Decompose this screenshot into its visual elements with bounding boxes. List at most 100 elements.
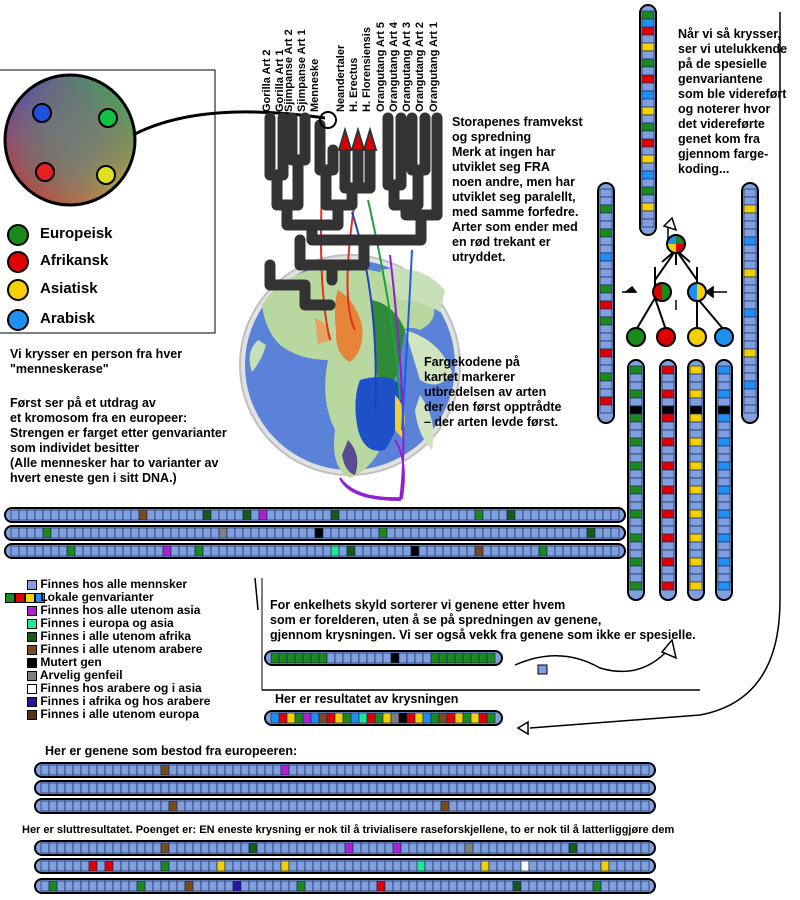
species-label: Orangutang Art 5: [375, 22, 387, 112]
gene-legend-item: Finnes hos alle utenom asia: [5, 604, 200, 617]
final-conclusion: Her er sluttresultatet. Poenget er: EN e…: [22, 824, 675, 836]
gene-legend-label: Finnes i alle utenom afrika: [37, 629, 192, 643]
parent-node-afrikansk: [656, 327, 676, 347]
european-genes-row: [34, 780, 656, 796]
gene-legend-label: Mutert gen: [37, 655, 102, 669]
gene-legend-swatch: [5, 682, 37, 695]
vertical-chromosome: [715, 359, 733, 601]
cross-grandchild-node: [666, 234, 686, 254]
legend-frame: [0, 69, 216, 334]
sorted-chromosome: [264, 650, 503, 666]
gene-legend-label: Finnes i alle utenom arabere: [37, 642, 203, 656]
final-row: [34, 858, 656, 874]
legend-arabisk: Arabisk: [40, 310, 96, 327]
vertical-chromosome: [741, 182, 759, 424]
crossing-intro: Når vi så krysser, ser vi utelukkende på…: [678, 27, 788, 176]
gene-legend-item: Finnes i alle utenom afrika: [5, 630, 191, 643]
chromosome-row: [4, 507, 626, 523]
europeisk-dot: [7, 224, 29, 246]
cross-child-node-eu-af: [652, 282, 672, 302]
gene-legend-swatch: [5, 669, 37, 682]
species-label: Orangutang Art 1: [428, 22, 440, 112]
vertical-chromosome: [659, 359, 677, 601]
gene-legend-label: Lokale genvarianter: [37, 590, 154, 604]
gene-legend-label: Finnes i alle utenom europa: [37, 707, 200, 721]
final-row: [34, 840, 656, 856]
arabisk-dot: [7, 309, 29, 331]
species-label: Neandertaler: [335, 44, 347, 112]
gene-legend-label: Finnes hos alle mennsker: [37, 577, 188, 591]
species-label: H. Florensiensis: [361, 27, 373, 112]
european-genes-label: Her er genene som bestod fra europeeren:: [45, 744, 298, 758]
gene-legend-item: Finnes i europa og asia: [5, 617, 174, 630]
chromosome-row: [4, 543, 626, 559]
gene-legend-item: Finnes hos alle mennsker: [5, 578, 187, 591]
chromosome-row: [4, 525, 626, 541]
gene-legend-item: Mutert gen: [5, 656, 102, 669]
chromosome-intro: Først ser på et utdrag av et kromosom fr…: [10, 396, 227, 485]
species-label: Orangutang Art 4: [388, 21, 400, 112]
race-legend-dots: [7, 224, 29, 331]
gene-legend-item: Finnes hos arabere og i asia: [5, 682, 202, 695]
gene-legend-swatch: [5, 695, 37, 708]
cross-child-node-as-ar: [687, 282, 707, 302]
gene-legend-item: Arvelig genfeil: [5, 669, 123, 682]
gene-legend-item: Lokale genvarianter: [5, 591, 154, 604]
parent-node-europeisk: [626, 327, 646, 347]
gene-legend-swatch: [5, 643, 37, 656]
gene-legend-swatch: [5, 708, 37, 721]
vertical-chromosome: [687, 359, 705, 601]
gene-legend-swatch: [5, 630, 37, 643]
gene-legend-swatch: [5, 604, 37, 617]
species-label: H. Erectus: [348, 58, 360, 112]
parent-node-arabisk: [714, 327, 734, 347]
asiatisk-dot: [7, 279, 29, 301]
color-wheel: [3, 73, 326, 207]
tree-description: Storapenes framvekst og spredning Merk a…: [452, 115, 583, 264]
final-row: [34, 878, 656, 894]
chromosomes: [4, 4, 759, 894]
gene-legend-swatch: [5, 656, 37, 669]
human-marker-circle: [319, 111, 337, 129]
gene-legend-swatch: [5, 591, 45, 604]
species-label: Gorilla Art 1: [274, 49, 286, 112]
gene-legend-item: Finnes i alle utenom europa: [5, 708, 199, 721]
species-label: Sjimpanse Art 2: [283, 29, 295, 112]
tree-extinction-triangles: [337, 126, 378, 151]
species-label: Menneske: [309, 59, 321, 112]
gene-legend-label: Finnes hos arabere og i asia: [37, 681, 202, 695]
species-label: Sjimpanse Art 1: [296, 29, 308, 112]
european-genes-row: [34, 762, 656, 778]
result-label: Her er resultatet av krysningen: [275, 692, 459, 706]
afrikansk-dot: [7, 251, 29, 273]
gene-legend-label: Finnes i europa og asia: [37, 616, 174, 630]
gene-legend-label: Finnes hos alle utenom asia: [37, 603, 201, 617]
vertical-chromosome: [597, 182, 615, 424]
vertical-chromosome: [639, 4, 657, 236]
phylogenetic-tree: [264, 112, 443, 311]
species-label: Orangutang Art 3: [401, 22, 413, 112]
gene-legend-swatch: [5, 617, 37, 630]
legend-asiatisk: Asiatisk: [40, 280, 98, 297]
gene-legend-item: Finnes i alle utenom arabere: [5, 643, 202, 656]
result-chromosome: [264, 710, 503, 726]
legend-afrikansk: Afrikansk: [40, 252, 109, 269]
gene-legend-label: Arvelig genfeil: [37, 668, 123, 682]
species-label: Gorilla Art 2: [261, 49, 273, 112]
gene-legend-swatch: [5, 578, 37, 591]
parent-node-asiatisk: [687, 327, 707, 347]
crossing-diagram: [626, 234, 734, 347]
gene-legend-item: Finnes i afrika og hos arabere: [5, 695, 210, 708]
species-label: Orangutang Art 2: [414, 22, 426, 112]
vertical-chromosome: [627, 359, 645, 601]
gene-legend-label: Finnes i afrika og hos arabere: [37, 694, 211, 708]
one-per-race-text: Vi krysser en person fra hver "mennesker…: [10, 347, 183, 376]
arrows: [254, 12, 781, 736]
simplicity-note: For enkelhets skyld sorterer vi genene e…: [270, 598, 696, 642]
map-note: Fargekodene på kartet markerer utbredels…: [424, 355, 562, 429]
lineage-lines: [320, 189, 413, 431]
gene-square: [537, 664, 548, 675]
european-genes-row: [34, 798, 656, 814]
